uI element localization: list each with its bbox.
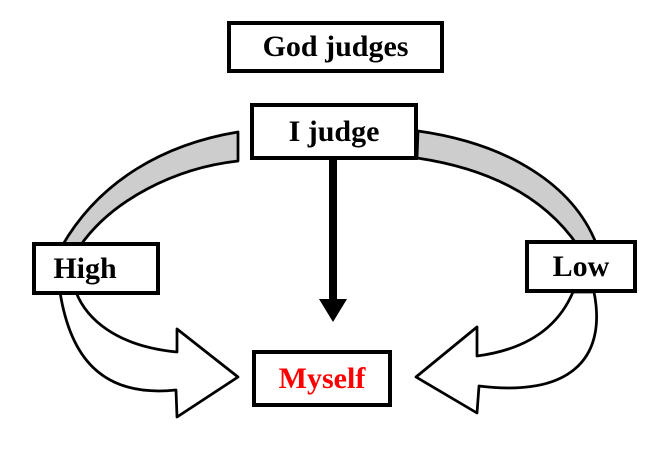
node-i-judge: I judge — [250, 103, 418, 160]
node-low: Low — [525, 240, 637, 293]
band-ijudge-to-low-arrow — [415, 129, 598, 248]
node-myself: Myself — [252, 350, 392, 407]
arrow-ijudge-to-myself — [319, 157, 347, 322]
node-low-label: Low — [552, 249, 610, 283]
band-ijudge-to-high-arrow — [60, 130, 240, 248]
node-high: High — [32, 242, 160, 295]
node-high-label: High — [53, 251, 117, 285]
node-myself-label: Myself — [278, 361, 366, 395]
node-god-judges-label: God judges — [262, 30, 409, 63]
node-i-judge-label: I judge — [288, 114, 380, 148]
node-god-judges: God judges — [227, 21, 444, 73]
block-arrow-low-to-myself — [414, 290, 598, 415]
block-arrow-high-to-myself — [58, 290, 240, 419]
